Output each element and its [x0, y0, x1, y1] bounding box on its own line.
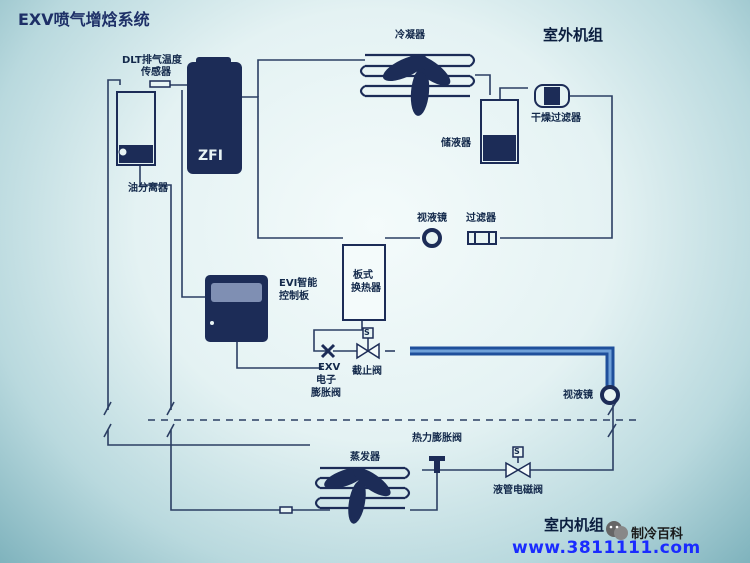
evi-board-label-2: 控制板	[279, 291, 309, 302]
evi-board-label-1: EVI智能	[279, 278, 318, 289]
filter-drier	[534, 84, 570, 108]
oil-separator-label: 油分离器	[128, 183, 168, 194]
compressor-label: ZFI	[198, 148, 223, 164]
pipe-oilsep-out	[139, 165, 172, 410]
pipe-evi-down	[236, 342, 322, 369]
sight-glass-right	[600, 385, 620, 405]
filter-drier-label: 干燥过滤器	[531, 113, 581, 124]
receiver-label: 储液器	[441, 138, 471, 149]
liquid-pipe	[410, 346, 615, 390]
stop-valve-label: 截止阀	[352, 366, 382, 377]
evaporator-fan	[324, 467, 391, 524]
txv-sensing-bulb	[279, 506, 293, 514]
exv-valve	[320, 343, 336, 359]
pipe-left-main	[107, 79, 121, 410]
pipe-condenser-out	[475, 74, 491, 95]
watermark-url: www.3811111.com	[512, 538, 701, 558]
wechat-icon	[606, 521, 628, 540]
stop-valve-solenoid-mark: S	[364, 328, 370, 337]
pipe-drier-out	[500, 95, 613, 239]
indoor-unit-label: 室内机组	[544, 516, 605, 534]
liquid-solenoid-valve	[505, 446, 531, 479]
receiver	[480, 99, 519, 164]
txv-label: 热力膨胀阀	[412, 433, 462, 444]
outdoor-unit-label: 室外机组	[543, 26, 604, 44]
stop-valve	[356, 327, 380, 360]
pipe-indoor-left	[170, 430, 280, 511]
pipe-evi-line	[181, 90, 205, 298]
dlt-sensor-label-2: 传感器	[141, 67, 171, 78]
exv-label-2: 电子	[316, 375, 336, 386]
dlt-sensor	[149, 80, 171, 88]
exv-label-3: 膨胀阀	[311, 388, 341, 399]
sight-glass-top	[422, 228, 442, 248]
pipe-receiver-to-drier	[499, 87, 528, 100]
condenser-fan	[382, 54, 451, 116]
dlt-sensor-label-1: DLT排气温度	[122, 55, 182, 66]
plate-heat-exchanger	[342, 244, 386, 321]
pipe-txv-down	[410, 470, 438, 511]
compressor	[187, 62, 242, 174]
pipe-to-condenser	[257, 59, 365, 97]
pipe-compressor-top	[225, 96, 343, 239]
oil-separator	[116, 91, 156, 166]
liquid-solenoid-label: 液管电磁阀	[493, 485, 543, 496]
plate-hx-label-1: 板式	[353, 270, 373, 281]
filter	[467, 231, 497, 245]
pipe-hx-bottom	[313, 320, 363, 352]
filter-label: 过滤器	[466, 213, 496, 224]
condenser-label: 冷凝器	[395, 30, 425, 41]
watermark-brand: 制冷百科	[631, 527, 684, 542]
plate-hx-label-2: 换热器	[351, 283, 381, 294]
evaporator-label: 蒸发器	[350, 452, 380, 463]
sight-glass-top-label: 视液镜	[417, 213, 447, 224]
pipe-indoor-right	[107, 430, 310, 446]
evi-control-board	[205, 275, 268, 342]
thermal-expansion-valve	[429, 456, 445, 473]
sight-glass-right-label: 视液镜	[563, 390, 593, 401]
exv-label-1: EXV	[318, 362, 341, 373]
pipe-right-down	[548, 405, 614, 471]
page-title: EXV喷气增焓系统	[18, 10, 150, 29]
liquid-solenoid-mark: S	[514, 447, 520, 456]
